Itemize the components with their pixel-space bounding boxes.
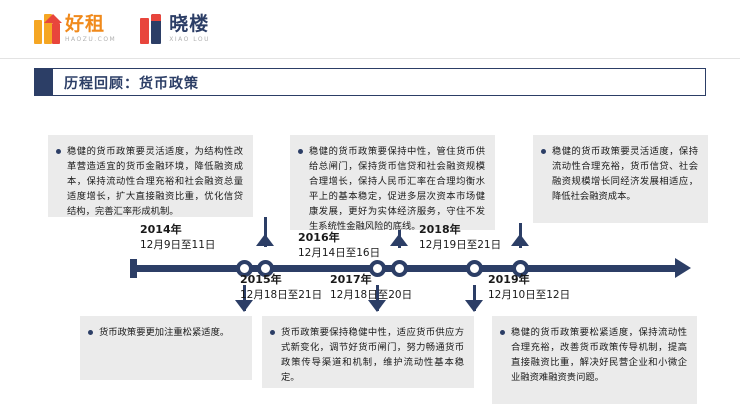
event-text: 稳健的货币政策要保持中性，管住货币供给总闸门，保持货币信贷和社会融资规模合理增长… (309, 146, 485, 233)
event-range: 12月10日至12日 (488, 288, 571, 301)
timeline-connector (264, 217, 267, 247)
page-title: 历程回顾：货币政策 (34, 68, 706, 96)
timeline-arrow-up-icon (256, 234, 274, 246)
logo-xiaolou-subtext: XIAO LOU (169, 36, 210, 43)
timeline-date: 2017年 12月18日至20日 (330, 272, 412, 303)
event-text: 稳健的货币政策要灵活适度，保持流动性合理充裕，货币信贷、社会融资规模增长同经济发… (552, 146, 698, 203)
timeline-event-box: 货币政策要保持稳健中性，适应货币供应方式新变化，调节好货币闸门，努力畅通货币政策… (262, 316, 474, 388)
timeline-axis-arrow-icon (675, 258, 691, 278)
timeline-date: 2014年 12月9日至11日 (140, 222, 215, 253)
timeline-arrow-up-icon (511, 234, 529, 246)
timeline-arrow-down-icon (368, 300, 386, 312)
timeline-node[interactable] (391, 260, 408, 277)
timeline-date: 2019年 12月10日至12日 (488, 272, 570, 303)
timeline-arrow-up-icon (390, 234, 408, 246)
timeline-node[interactable] (257, 260, 274, 277)
haozu-house-icon (34, 14, 62, 44)
title-frame (52, 68, 706, 96)
event-range: 12月14日至16日 (298, 246, 381, 259)
timeline-event-box: 稳健的货币政策要灵活适度，为结构性改革营造适宜的货币金融环境，降低融资成本，保持… (48, 135, 253, 217)
logo-haozu-subtext: HAOZU.COM (65, 36, 117, 43)
header-divider (0, 58, 740, 59)
logo-xiaolou-text: 晓楼 (169, 13, 210, 35)
bullet-icon (500, 325, 511, 395)
timeline-date: 2015年 12月18日至21日 (240, 272, 322, 303)
event-year: 2018年 (419, 223, 461, 236)
event-year: 2019年 (488, 273, 530, 286)
logo-xiaolou[interactable]: 晓楼 XIAO LOU (138, 14, 210, 44)
event-year: 2017年 (330, 273, 372, 286)
brand-logo-bar: 好租 HAOZU.COM 晓楼 XIAO LOU (34, 14, 210, 44)
timeline-connector (243, 285, 246, 311)
event-year: 2014年 (140, 223, 182, 236)
bullet-icon (88, 325, 99, 371)
timeline-event-box: 稳健的货币政策要松紧适度，保持流动性合理充裕，改善货币政策传导机制，提高直接融资… (492, 316, 697, 404)
bullet-icon (56, 144, 67, 208)
event-range: 12月19日至21日 (419, 238, 502, 251)
event-range: 12月18日至21日 (240, 288, 323, 301)
event-range: 12月9日至11日 (140, 238, 216, 251)
timeline-arrow-down-icon (235, 300, 253, 312)
event-text: 稳健的货币政策要松紧适度，保持流动性合理充裕，改善货币政策传导机制，提高直接融资… (511, 327, 687, 384)
timeline-event-box: 货币政策要更加注重松紧适度。 (80, 316, 252, 380)
bullet-icon (298, 144, 309, 221)
event-text: 货币政策要更加注重松紧适度。 (99, 327, 230, 338)
timeline-date: 2018年 12月19日至21日 (419, 222, 501, 253)
timeline-node[interactable] (369, 260, 386, 277)
event-range: 12月18日至20日 (330, 288, 413, 301)
timeline-connector (473, 285, 476, 311)
bullet-icon (541, 144, 552, 214)
title-accent-bar (34, 68, 52, 96)
event-text: 货币政策要保持稳健中性，适应货币供应方式新变化，调节好货币闸门，努力畅通货币政策… (281, 327, 464, 384)
timeline-node[interactable] (466, 260, 483, 277)
timeline-event-box: 稳健的货币政策要灵活适度，保持流动性合理充裕，货币信贷、社会融资规模增长同经济发… (533, 135, 708, 223)
bullet-icon (270, 325, 281, 379)
logo-haozu[interactable]: 好租 HAOZU.COM (34, 14, 116, 44)
event-year: 2016年 (298, 231, 340, 244)
timeline-date: 2016年 12月14日至16日 (298, 230, 380, 261)
timeline-node[interactable] (236, 260, 253, 277)
timeline-connector (376, 285, 379, 311)
logo-haozu-text: 好租 (65, 13, 106, 35)
title-text: 历程回顾：货币政策 (64, 76, 199, 92)
xiaolou-building-icon (138, 14, 164, 44)
event-text: 稳健的货币政策要灵活适度，为结构性改革营造适宜的货币金融环境，降低融资成本，保持… (67, 146, 243, 218)
timeline-event-box: 稳健的货币政策要保持中性，管住货币供给总闸门，保持货币信贷和社会融资规模合理增长… (290, 135, 495, 233)
event-year: 2015年 (240, 273, 282, 286)
timeline-node[interactable] (512, 260, 529, 277)
timeline-arrow-down-icon (465, 300, 483, 312)
